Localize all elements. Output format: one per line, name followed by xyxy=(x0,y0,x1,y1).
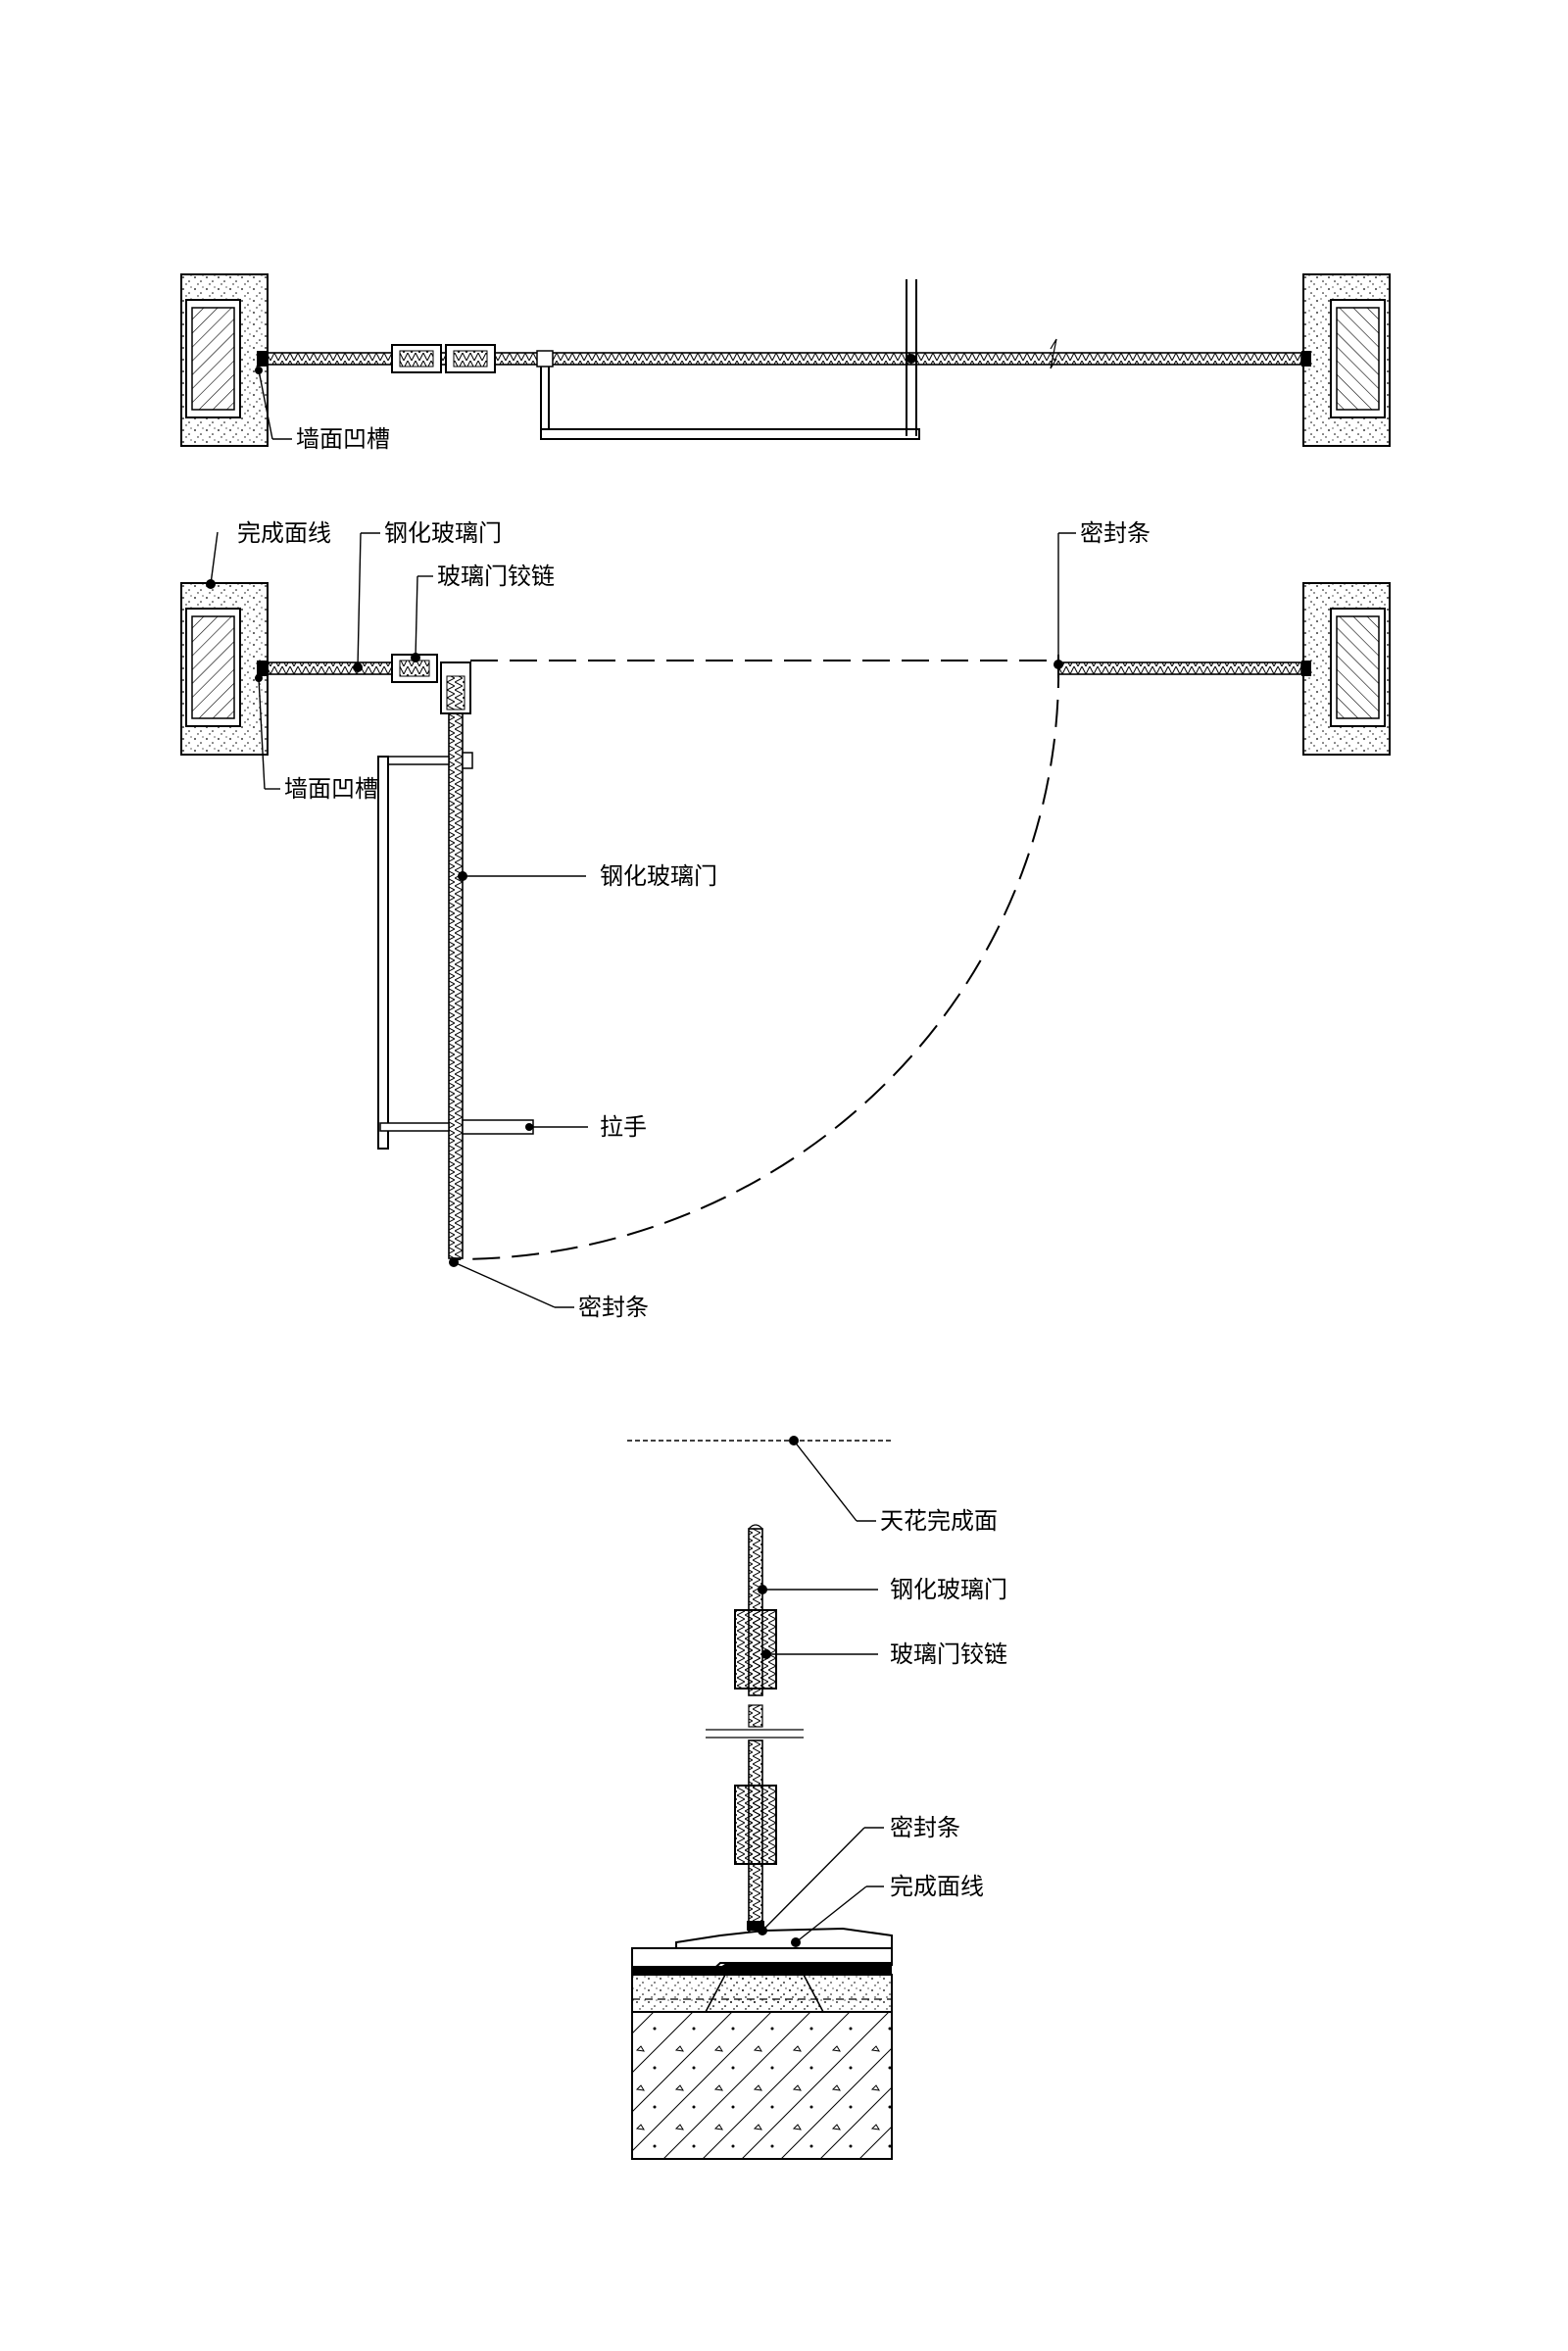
right-wall xyxy=(1302,273,1391,447)
label-handle: 拉手 xyxy=(600,1113,647,1141)
label-seal-plan-bottom: 密封条 xyxy=(578,1294,649,1321)
seal-left xyxy=(257,351,267,367)
seal-section xyxy=(747,1921,764,1931)
section-view: 天花完成面 钢化玻璃门 玻璃门铰链 密封条 完成面线 xyxy=(627,1436,1007,2160)
floor-section xyxy=(631,1927,893,2160)
label-seal-section: 密封条 xyxy=(890,1814,960,1841)
label-finish-line-section: 完成面线 xyxy=(890,1873,984,1900)
label-hinge-plan: 玻璃门铰链 xyxy=(437,563,555,590)
top-plan-closed: 墙面凹槽 xyxy=(180,273,1391,453)
hinge-section-upper xyxy=(734,1609,777,1690)
label-wall-groove-2: 墙面凹槽 xyxy=(284,775,378,803)
label-glass-door-plan-top: 钢化玻璃门 xyxy=(384,519,502,547)
label-seal-plan-right: 密封条 xyxy=(1080,519,1151,547)
label-glass-door-leaf: 钢化玻璃门 xyxy=(600,862,717,890)
door-leaf-open xyxy=(448,712,464,1259)
label-wall-groove-1: 墙面凹槽 xyxy=(296,425,390,453)
label-glass-door-section: 钢化玻璃门 xyxy=(890,1576,1007,1603)
right-wall-2 xyxy=(1302,582,1391,756)
left-wall-2 xyxy=(180,582,269,756)
label-hinge-section: 玻璃门铰链 xyxy=(890,1641,1007,1668)
label-finish-line-plan: 完成面线 xyxy=(237,519,331,547)
hinge-section-lower xyxy=(734,1785,777,1865)
seal-right xyxy=(1301,351,1311,367)
label-ceiling-finish: 天花完成面 xyxy=(880,1507,998,1535)
door-handle-plan xyxy=(377,752,534,1150)
plan-open: 完成面线 钢化玻璃门 玻璃门铰链 密封条 墙面凹槽 钢化玻璃门 拉手 密封条 xyxy=(180,519,1391,1321)
left-wall xyxy=(180,273,269,447)
hinge-pair xyxy=(391,344,496,373)
door-swing-arc xyxy=(455,660,1060,1260)
door-handle-top xyxy=(536,279,920,440)
